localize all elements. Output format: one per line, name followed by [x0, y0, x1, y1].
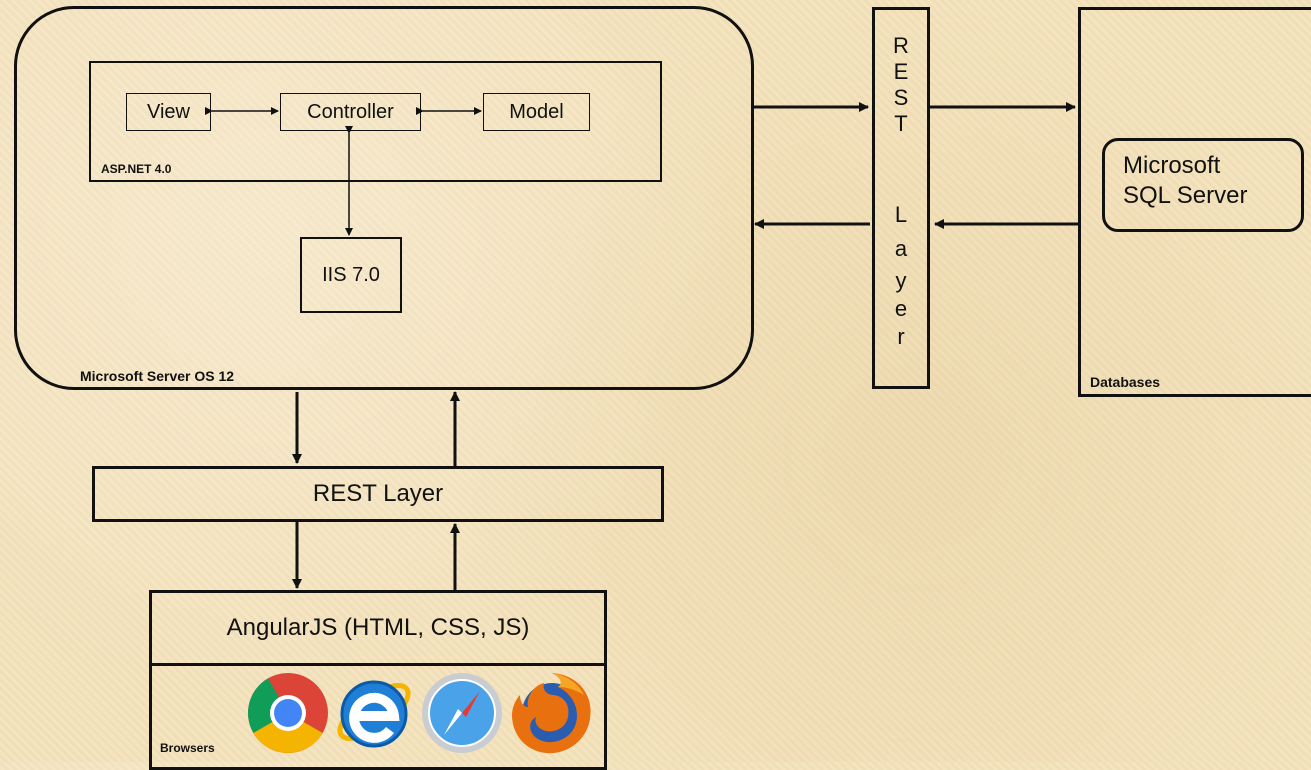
controller-box: Controller	[280, 93, 421, 131]
controller-label: Controller	[307, 100, 394, 123]
right-rest-layer: R E S T L a y e r	[872, 7, 930, 389]
databases-container	[1078, 7, 1311, 397]
iis-box: IIS 7.0	[300, 237, 402, 313]
view-label: View	[147, 100, 190, 123]
sql-server-box: Microsoft SQL Server	[1102, 138, 1304, 232]
bottom-rest-layer: REST Layer	[92, 466, 664, 522]
model-box: Model	[483, 93, 590, 131]
chrome-icon	[248, 673, 328, 753]
rest-letter: L	[894, 202, 908, 227]
sql-server-line1: Microsoft	[1123, 152, 1221, 179]
rest-letter: a	[894, 236, 908, 261]
rest-letter: R	[893, 33, 909, 58]
bottom-rest-layer-label: REST Layer	[312, 480, 444, 507]
rest-letter: r	[897, 324, 905, 349]
firefox-icon	[512, 673, 591, 754]
databases-label: Databases	[1090, 374, 1161, 390]
internet-explorer-icon	[337, 680, 411, 748]
sql-server-line2: SQL Server	[1123, 182, 1248, 209]
angularjs-label: AngularJS (HTML, CSS, JS)	[226, 614, 530, 641]
browsers-label: Browsers	[160, 741, 215, 755]
model-label: Model	[509, 100, 564, 123]
angularjs-bar: AngularJS (HTML, CSS, JS)	[149, 590, 607, 666]
aspnet-container	[89, 61, 662, 182]
view-box: View	[126, 93, 211, 131]
server-os-container	[14, 6, 754, 390]
rest-letter: S	[893, 85, 909, 110]
server-os-label: Microsoft Server OS 12	[80, 368, 235, 384]
aspnet-label: ASP.NET 4.0	[101, 162, 172, 176]
rest-letter: y	[895, 268, 907, 293]
rest-letter: e	[894, 296, 908, 321]
safari-icon	[422, 673, 502, 753]
rest-letter: T	[894, 111, 908, 136]
rest-letter: E	[893, 59, 909, 84]
iis-label: IIS 7.0	[322, 263, 380, 286]
